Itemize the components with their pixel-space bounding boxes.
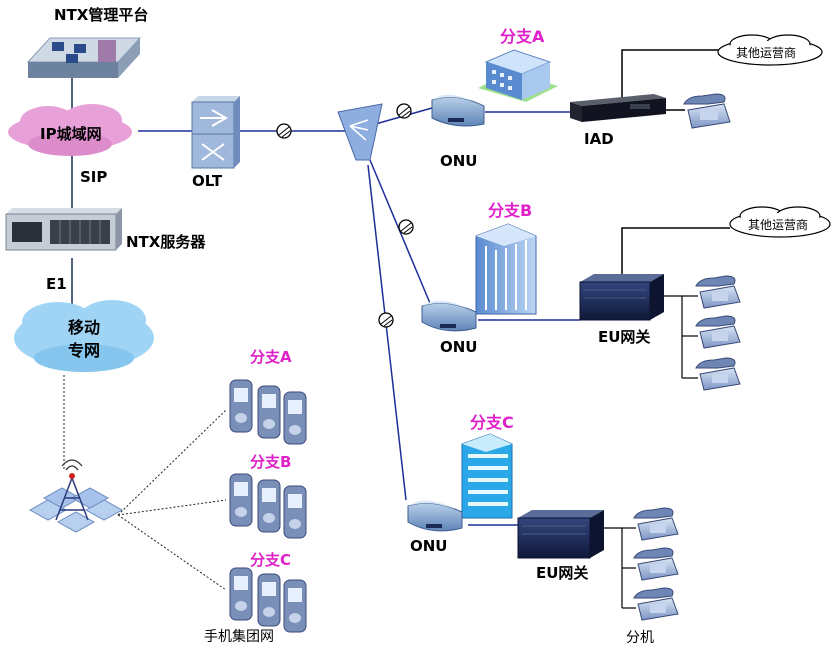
e1-label: E1	[46, 275, 67, 293]
ip-network-label: IP城域网	[40, 125, 102, 143]
iad-label: IAD	[584, 130, 614, 148]
extension-label: 分机	[626, 630, 654, 646]
eu-gateway-c-label: EU网关	[536, 564, 588, 582]
carrier-lines	[621, 49, 730, 280]
extension-tree-b	[664, 295, 698, 379]
branch-a-label: 分支A	[500, 27, 545, 46]
desk-phone-icon	[683, 93, 731, 129]
eu-gateway-b-label: EU网关	[598, 328, 650, 346]
iad-device-icon	[570, 94, 666, 122]
fiber-connector-icon	[396, 103, 412, 119]
branch-a-phones-label: 分支A	[250, 348, 292, 366]
other-carrier-label-1: 其他运营商	[736, 45, 796, 60]
ntx-server-icon	[5, 208, 122, 251]
desk-phone-icon	[695, 357, 741, 391]
desk-phone-icon	[633, 587, 679, 621]
other-carrier-label-2: 其他运营商	[748, 217, 808, 232]
mobile-phone-icon	[283, 485, 307, 539]
connection-lines	[138, 107, 580, 526]
desk-phone-icon	[633, 547, 679, 581]
mobile-phone-group-b	[229, 473, 307, 539]
branch-b-phones-label: 分支B	[250, 453, 291, 471]
branch-b-label: 分支B	[488, 201, 532, 220]
building-icon	[461, 433, 513, 519]
olt-label: OLT	[192, 172, 223, 190]
mobile-phone-icon	[257, 385, 281, 439]
carrier-cloud-icon	[729, 206, 831, 238]
mobile-phone-icon	[229, 473, 253, 527]
desk-phone-icon	[695, 275, 741, 309]
mobile-phone-icon	[257, 479, 281, 533]
mobile-group-net-label: 手机集团网	[204, 628, 274, 645]
ntx-platform-label: NTX管理平台	[54, 6, 148, 24]
mobile-cloud-icon	[14, 300, 154, 372]
base-station-icon	[28, 459, 124, 533]
desk-phone-icon	[695, 315, 741, 349]
ntx-platform	[26, 37, 142, 78]
mobile-phone-icon	[257, 573, 281, 627]
fiber-connector-icon	[398, 219, 414, 235]
mobile-phone-icon	[283, 391, 307, 445]
eu-gateway-icon	[517, 510, 604, 559]
fiber-connector-icon	[378, 312, 394, 328]
onu-device-icon	[431, 94, 485, 127]
eu-gateway-icon	[579, 274, 664, 321]
onu-device-icon	[407, 500, 463, 532]
optical-splitter-icon	[337, 103, 383, 161]
onu-b-label: ONU	[440, 338, 478, 356]
extension-tree-c	[604, 527, 636, 609]
mobile-phone-icon	[283, 579, 307, 633]
desk-phone-icon	[633, 507, 679, 541]
mobile-phone-icon	[229, 379, 253, 433]
onu-device-icon	[421, 300, 477, 332]
ntx-server-label: NTX服务器	[126, 233, 206, 251]
onu-c-label: ONU	[410, 537, 448, 555]
branch-c-label: 分支C	[470, 413, 514, 432]
fiber-connector-icon	[276, 123, 292, 139]
mobile-phone-group-c	[229, 567, 307, 633]
wireless-links	[63, 375, 227, 591]
onu-a-label: ONU	[440, 152, 478, 170]
mobile-phone-icon	[229, 567, 253, 621]
sip-label: SIP	[80, 168, 107, 186]
mobile-phone-group-a	[229, 379, 307, 445]
olt-device-icon	[191, 96, 240, 169]
branch-c-phones-label: 分支C	[250, 551, 291, 569]
building-icon	[478, 49, 558, 102]
building-icon	[475, 223, 537, 315]
mobile-net-label-line2: 专网	[68, 341, 100, 360]
ip-cloud-icon	[8, 104, 132, 156]
carrier-cloud-icon	[717, 34, 823, 66]
mobile-net-label-line1: 移动	[68, 318, 100, 337]
